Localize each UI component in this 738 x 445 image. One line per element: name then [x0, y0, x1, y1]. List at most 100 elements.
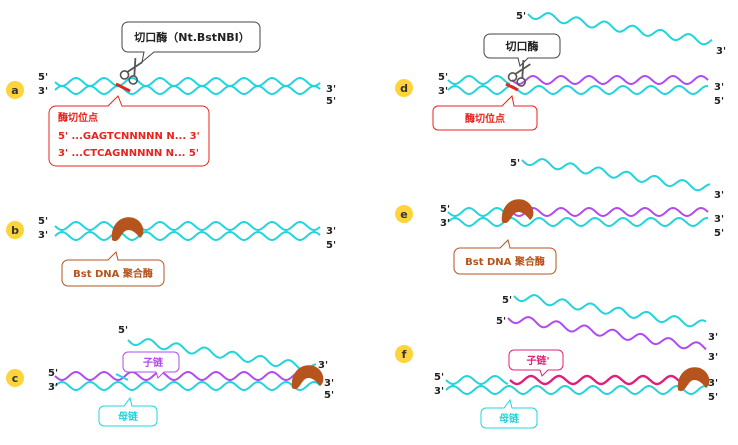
enzyme-label-a: 切口酶（Nt.BstNBI）: [134, 30, 250, 44]
step-label-b: b: [11, 224, 19, 237]
site-callout-a: [48, 95, 210, 167]
nick-site-a: [115, 82, 131, 93]
label-top-left-e: 5': [440, 204, 450, 215]
scissors-icon: [507, 60, 531, 87]
parent-callout-f: [480, 398, 538, 429]
released-label-3-c: 3': [318, 360, 328, 371]
panel-e: e 5' 3' 5' 3' 3' 5' Bst DNA 聚合酶: [395, 158, 724, 275]
polymerase-icon: [677, 367, 710, 392]
strand-top-e: [447, 206, 511, 218]
poly-label-b: Bst DNA 聚合酶: [73, 267, 153, 280]
released-strand-e: [521, 158, 711, 192]
label-top-right-a: 3': [326, 84, 336, 95]
step-marker-f: [395, 345, 413, 363]
step-label-a: a: [11, 84, 18, 97]
enzyme-callout-a: [121, 21, 261, 64]
parent-callout-c: [98, 396, 158, 427]
label-top-right-b: 3': [326, 226, 336, 237]
panel-f: f 5' 3' 5' 3' 5' 3' 3' 5' 子链' 母链: [395, 294, 718, 429]
site-callout-d: [432, 94, 538, 131]
label-bottom-left-b: 3': [38, 230, 48, 241]
daughter-callout-c: [122, 351, 180, 379]
label-bottom-right-e: 5': [714, 228, 724, 239]
scissors-icon: [119, 58, 143, 85]
step-marker-d: [395, 79, 413, 97]
strand-bottom-b: [54, 230, 321, 242]
released-label-3-e: 3': [714, 190, 724, 201]
strand-top-a: [54, 76, 321, 88]
released-label-5-c: 5': [118, 325, 128, 336]
label-bottom-right-c: 5': [324, 390, 334, 401]
released-strand-c: [127, 338, 317, 372]
strand-bottom-a: [54, 84, 321, 96]
polymerase-icon: [111, 217, 144, 242]
step-marker-b: [6, 221, 24, 239]
site-seq-top-a: 5' ...GAGTCNNNNN N... 3': [58, 131, 200, 142]
label-top-left-c: 5': [48, 368, 58, 379]
label-top-left-d: 5': [438, 72, 448, 83]
label-bottom-left-a: 3': [38, 86, 48, 97]
label-bottom-left-d: 3': [438, 86, 448, 97]
released-strand-1-f: [513, 294, 707, 328]
strand-top-new-e: [511, 206, 709, 218]
strand-top-d: [447, 74, 511, 86]
daughter-callout-f: [508, 349, 564, 377]
step-marker-c: [6, 369, 24, 387]
label-top-left-f: 5': [434, 372, 444, 383]
label-bottom-right-a: 5': [326, 96, 336, 107]
site-seq-bottom-a: 3' ...CTCAGNNNNN N... 5': [58, 148, 199, 159]
poly-callout-e: [453, 239, 557, 275]
label-top-right-d: 3': [714, 82, 724, 93]
strand-bottom-f: [445, 384, 707, 396]
label-bottom-left-f: 3': [434, 386, 444, 397]
polymerase-icon: [291, 365, 324, 390]
polymerase-icon: [501, 199, 534, 224]
step-label-f: f: [402, 348, 407, 361]
strand-daughter-c: [54, 370, 301, 382]
strand-parent-c: [54, 380, 321, 392]
daughter-label-c: 子链: [143, 356, 164, 369]
label-bottom-left-e: 3': [440, 218, 450, 229]
released2-label-5-f: 5': [496, 316, 506, 327]
panel-a: a 5' 3' 3' 5' 切口酶（Nt.BstNBI） 酶切位点 5' ...…: [6, 21, 336, 167]
nick-site-c: [115, 373, 129, 381]
label-top-right-c: 3': [324, 378, 334, 389]
strand-top-f: [445, 374, 509, 386]
strand-top-new-d: [511, 74, 709, 86]
site-title-d: 酶切位点: [465, 112, 505, 125]
label-top-left-a: 5': [38, 72, 48, 83]
panel-d: d 5' 3' 5' 3' 3' 5' 切口酶 酶切位点: [395, 11, 726, 131]
released2-label-3-f: 3': [708, 352, 718, 363]
step-marker-e: [395, 205, 413, 223]
panel-c: c 5' 3' 5' 3' 3' 5' 子链 母链: [6, 325, 334, 427]
poly-callout-b: [61, 251, 165, 287]
parent-label-c: 母链: [118, 410, 139, 423]
strand-top-new-f: [509, 374, 689, 386]
step-label-c: c: [12, 372, 19, 385]
released1-label-5-f: 5': [502, 295, 512, 306]
step-label-d: d: [400, 82, 408, 95]
label-bottom-right-b: 5': [326, 240, 336, 251]
label-bottom-left-c: 3': [48, 382, 58, 393]
enzyme-label-d: 切口酶: [506, 39, 539, 53]
released-strand-d: [527, 12, 713, 46]
panel-b: b 5' 3' 3' 5' Bst DNA 聚合酶: [6, 216, 336, 287]
step-label-e: e: [400, 208, 407, 221]
released-strand-2-f: [507, 316, 707, 351]
label-top-right-e: 3': [714, 214, 724, 225]
poly-label-e: Bst DNA 聚合酶: [465, 255, 545, 268]
label-bottom-right-d: 5': [714, 96, 724, 107]
step-marker-a: [6, 81, 24, 99]
strand-bottom-d: [447, 84, 709, 96]
nick-site-d: [505, 82, 519, 92]
label-top-left-b: 5': [38, 216, 48, 227]
label-bottom-right-f: 5': [708, 392, 718, 403]
strand-bottom-e: [447, 216, 709, 228]
released-label-5-e: 5': [510, 158, 520, 169]
strand-top-b: [54, 220, 321, 232]
label-top-right-f: 3': [708, 378, 718, 389]
daughter-label-f: 子链': [526, 354, 549, 367]
released-label-3-d: 3': [716, 46, 726, 57]
parent-label-f: 母链: [499, 412, 520, 425]
